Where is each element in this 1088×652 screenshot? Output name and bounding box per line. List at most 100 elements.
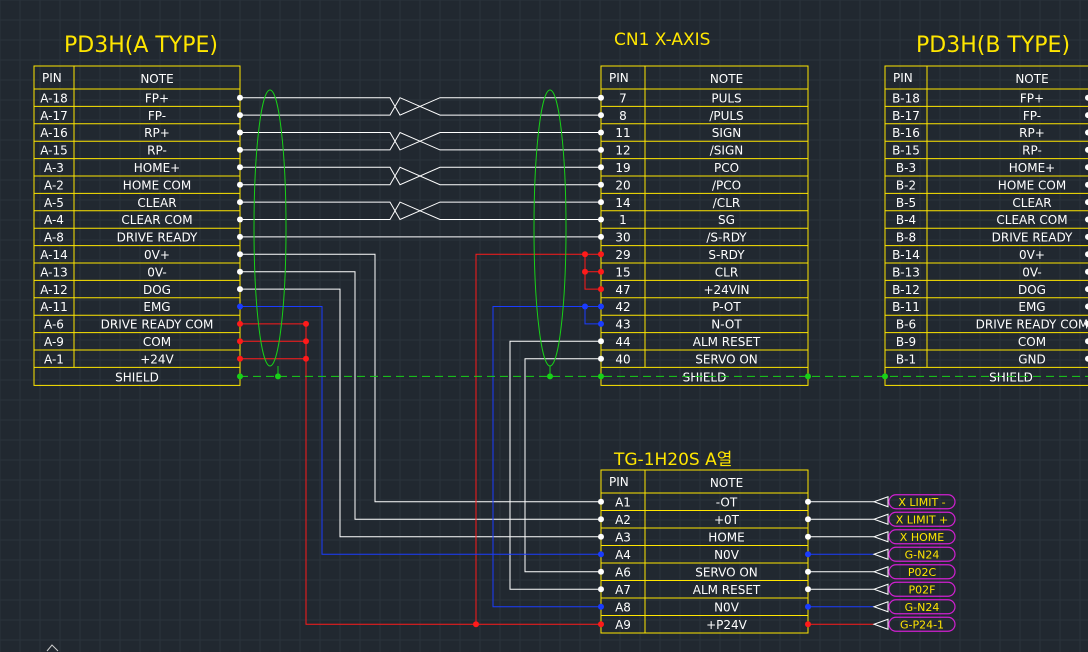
pd3h-a-terminal-dot [237,355,243,362]
cn1-pin-cell: 7 [619,91,627,105]
alm-reset-wire [509,340,601,590]
cn1-terminal-dot [598,164,604,171]
pd3h-a-terminal-dot [237,181,243,188]
pd3h-a-terminal-dot [237,94,243,101]
dog-wire [240,288,601,538]
pd3h-b-terminal-dot [1085,303,1088,310]
cn1-note-cell: ALM RESET [693,335,761,349]
cn1-pin-cell: 19 [615,161,630,175]
cn1-shield-cell: SHIELD [683,370,727,384]
pd3h-a-terminal-dot [237,216,243,223]
pd3h-b-terminal-dot [1085,338,1088,345]
cn1-note-cell: PULS [711,91,741,105]
pd3h-b-terminal-dot [1085,320,1088,327]
pd3h-a-note-cell: CLEAR [137,196,176,210]
pd3h-b-terminal-dot [1085,268,1088,275]
cn1-note-cell: /CLR [713,196,740,210]
pd3h-a-pin-cell: A-3 [44,161,64,175]
pd3h-a-terminal-dot [237,164,243,171]
pd3h-b-note-cell: DOG [1018,283,1046,297]
pd3h-b-pin-cell: B-5 [896,196,916,210]
pd3h-a-header-pin: PIN [42,71,62,85]
cn1-pin-cell: 1 [619,213,627,227]
tg-left-terminal-dot [598,603,604,610]
plus-24v-wire [240,358,601,625]
pd3h-a-terminal-dot [237,286,243,293]
pd3h-b-terminal-dot [1085,251,1088,258]
emg-wire [240,306,601,555]
pd3h-b-pin-cell: B-18 [892,91,920,105]
pd3h-a-note-cell: DRIVE READY COM [101,318,214,332]
shield-dot [805,373,811,380]
cn1-pin-cell: 29 [615,248,630,262]
pd3h-a-terminal-dot [237,338,243,345]
io-tag-label: P02F [909,583,936,596]
io-tag-box [888,564,956,580]
shield-wiring [240,89,1088,377]
pd3h-a-pin-cell: A-4 [44,213,64,227]
cn1-pin-cell: 14 [615,196,630,210]
pd3h-b-pin-cell: B-14 [892,248,920,262]
cn1-note-cell: SIGN [712,126,741,140]
pd3h-a-note-cell: 0V- [147,265,166,279]
io-tag-label: X LIMIT + [896,513,949,526]
pd3h-a-note-cell: CLEAR COM [121,213,192,227]
tg-left-terminal-dot [598,516,604,523]
ot-jumper-wire [584,306,601,325]
cn1-terminal-dot [598,338,604,345]
io-tags: X LIMIT -X LIMIT +X HOMEG-N24P02CP02FG-N… [808,494,956,632]
cn1-note-cell: /PCO [712,178,741,192]
tg-header-note: NOTE [710,476,743,490]
cn1-note-cell: +24VIN [703,283,749,297]
tg-header-pin: PIN [609,475,629,489]
pd3h-a-pin-cell: A-12 [40,283,68,297]
io-tag-label: X HOME [900,531,944,544]
pd3h-b-terminal-dot [1085,94,1088,101]
junction-dot [303,320,309,327]
pd3h-a-pin-cell: A-15 [40,144,68,158]
pd3h-b-pin-cell: B-12 [892,283,920,297]
tg-left-terminal-dot [598,568,604,575]
pd3h-b-terminal-dot [1085,146,1088,153]
pd3h-a-note-cell: DRIVE READY [117,231,198,245]
junction-dot [582,251,588,258]
pd3h-b-pin-cell: B-3 [896,161,916,175]
pd3h-a-pin-cell: A-6 [44,318,64,332]
cn1-pin-cell: 42 [615,300,630,314]
cn1-terminal-dot [598,146,604,153]
pd3h-b-terminal-dot [1085,233,1088,240]
io-tag-label: G-P24-1 [900,618,944,631]
cn1-note-cell: SERVO ON [695,352,758,366]
tg-pin-cell: A9 [615,618,631,632]
pd3h-b-terminal-dot [1085,112,1088,119]
shield-ellipse-a [253,89,287,367]
tg-note-cell: ALM RESET [693,583,761,597]
pd3h-a-note-cell: 0V+ [144,248,170,262]
cn1-note-cell: N-OT [711,318,742,332]
pd3h-a-pin-cell: A-1 [44,352,64,366]
tg-pin-cell: A6 [615,566,631,580]
shield-dot [237,373,243,380]
tg-pin-cell: A7 [615,583,631,597]
servo-on-wire [524,358,601,573]
pd3h-a-terminal-dot [237,146,243,153]
tg-pin-cell: A8 [615,601,631,615]
twisted-pair-wire [240,201,601,221]
tg-title: TG-1H20S A열 [613,450,732,470]
pd3h-a-terminal-dot [237,199,243,206]
pd3h-b-pin-cell: B-2 [896,178,916,192]
pd3h-a-pin-cell: A-16 [40,126,68,140]
cn1-pin-cell: 43 [615,318,630,332]
io-tag-label: X LIMIT - [898,496,945,509]
pd3h-a-terminal-dot [237,251,243,258]
pd3h-b-note-cell: DRIVE READY [992,231,1073,245]
io-tag-box [888,511,956,527]
pd3h-a-note-cell: RP+ [144,126,170,140]
pd3h-a-pin-cell: A-8 [44,231,64,245]
io-tag-label: G-N24 [905,548,940,561]
pd3h-b-pin-cell: B-1 [896,352,916,366]
pd3h-b-shield-cell: SHIELD [989,370,1033,384]
cn1-pin-cell: 30 [615,231,630,245]
